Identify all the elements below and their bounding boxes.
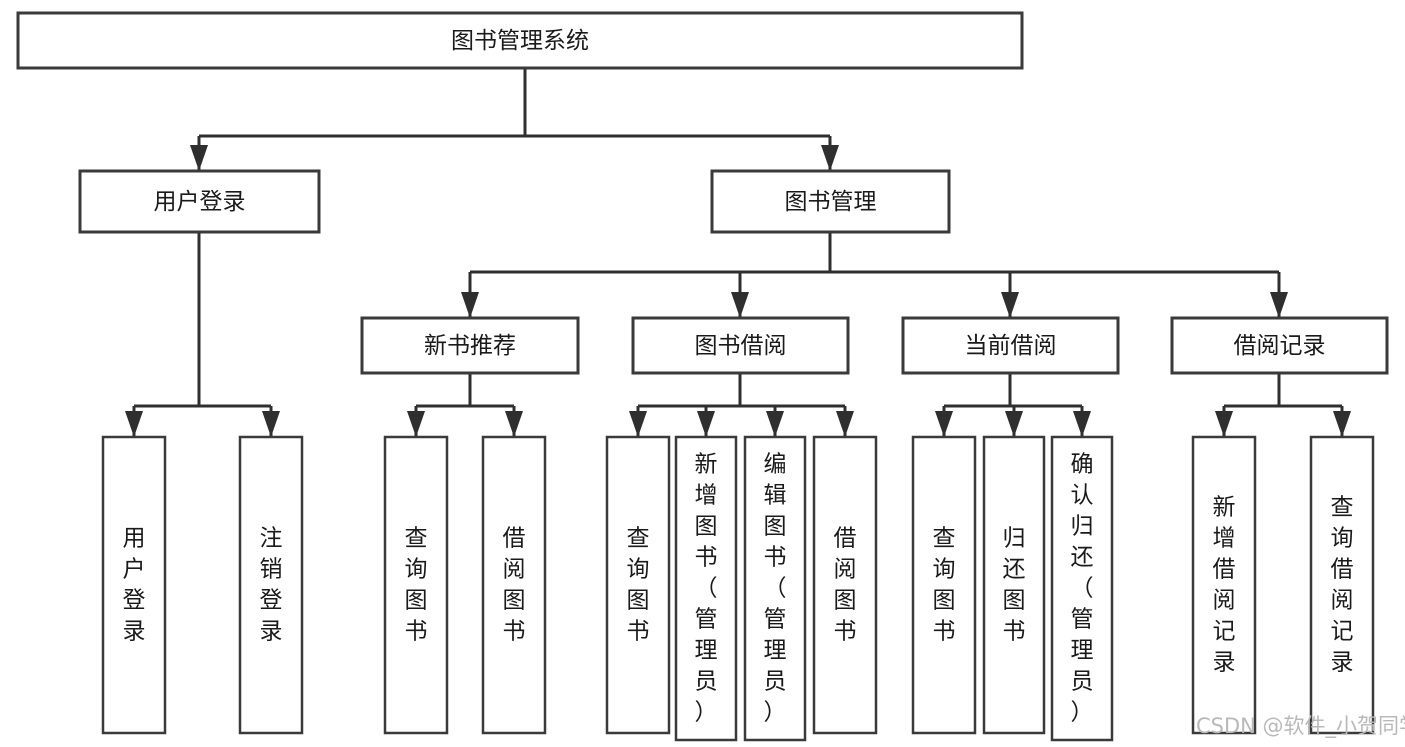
csdn-watermark: CSDN @软件_小贺同学 <box>1196 714 1405 739</box>
node-box[interactable] <box>1191 435 1257 735</box>
edge-arrowhead <box>1005 411 1023 437</box>
edge-arrowhead <box>766 411 784 437</box>
node-current-borrow[interactable]: 当前借阅 <box>901 316 1120 375</box>
node-box[interactable] <box>911 435 977 735</box>
node-label: 查询图书 <box>405 525 428 644</box>
node-leaf-user-login[interactable]: 用户登录 <box>101 435 167 735</box>
node-leaf-edit-book[interactable]: 编辑图书（管理员） <box>743 435 807 742</box>
node-box[interactable] <box>481 435 547 735</box>
node-box[interactable] <box>631 316 850 375</box>
connector-conn-borrow-record <box>1215 373 1351 437</box>
node-label: 注销登录 <box>260 525 283 644</box>
connector-conn-root <box>190 68 839 171</box>
node-box[interactable] <box>710 169 951 234</box>
node-box[interactable] <box>1050 435 1114 742</box>
node-label: 图书借阅 <box>695 333 787 359</box>
node-label: 图书管理系统 <box>451 28 589 54</box>
edge-arrowhead <box>407 411 425 437</box>
node-leaf-borrow-book[interactable]: 借阅图书 <box>812 435 878 735</box>
node-layer: 图书管理系统用户登录图书管理新书推荐图书借阅当前借阅借阅记录用户登录注销登录查询… <box>16 11 1389 742</box>
node-label: 查询图书 <box>627 525 650 644</box>
node-label: 当前借阅 <box>965 333 1057 359</box>
node-label: 查询借阅记录 <box>1331 494 1354 675</box>
node-box[interactable] <box>383 435 449 735</box>
node-label: 借阅图书 <box>834 525 857 644</box>
edge-arrowhead <box>262 411 280 437</box>
edge-arrowhead <box>1270 292 1288 318</box>
node-leaf-query-book-rec[interactable]: 查询图书 <box>383 435 449 735</box>
edge-arrowhead <box>821 145 839 171</box>
node-label: 确认归还（管理员） <box>1071 451 1094 725</box>
edge-arrowhead <box>1215 411 1233 437</box>
node-label: 图书管理 <box>785 189 877 215</box>
edge-arrowhead <box>505 411 523 437</box>
edge-arrowhead <box>461 292 479 318</box>
connector-conn-user-login <box>125 232 280 437</box>
node-new-book-rec[interactable]: 新书推荐 <box>360 316 580 375</box>
node-book-borrow[interactable]: 图书借阅 <box>631 316 850 375</box>
edge-arrowhead <box>1001 292 1019 318</box>
node-label: 借阅记录 <box>1234 333 1326 359</box>
node-user-login[interactable]: 用户登录 <box>78 169 321 234</box>
node-label: 归还图书 <box>1003 525 1026 644</box>
edge-arrowhead <box>697 411 715 437</box>
edge-arrowhead <box>629 411 647 437</box>
node-box[interactable] <box>674 435 738 742</box>
connector-conn-book-manage <box>461 232 1288 318</box>
connector-conn-new-book-rec <box>407 373 523 437</box>
node-label: 借阅图书 <box>503 525 526 644</box>
edge-arrowhead <box>1073 411 1091 437</box>
connector-layer <box>125 68 1351 437</box>
node-leaf-user-logout[interactable]: 注销登录 <box>238 435 304 735</box>
node-leaf-borrow-book-rec[interactable]: 借阅图书 <box>481 435 547 735</box>
edge-arrowhead <box>125 411 143 437</box>
node-label: 新增借阅记录 <box>1213 494 1236 675</box>
node-box[interactable] <box>360 316 580 375</box>
node-box[interactable] <box>1309 435 1375 735</box>
node-label: 用户登录 <box>154 189 246 215</box>
node-box[interactable] <box>605 435 671 735</box>
node-box[interactable] <box>238 435 304 735</box>
node-leaf-add-book[interactable]: 新增图书（管理员） <box>674 435 738 742</box>
node-label: 查询图书 <box>933 525 956 644</box>
connector-conn-current-borrow <box>935 373 1091 437</box>
node-box[interactable] <box>982 435 1046 735</box>
node-leaf-query-book-current[interactable]: 查询图书 <box>911 435 977 735</box>
node-box[interactable] <box>101 435 167 735</box>
edge-arrowhead <box>731 292 749 318</box>
node-box[interactable] <box>812 435 878 735</box>
edge-arrowhead <box>935 411 953 437</box>
connector-conn-book-borrow <box>629 373 854 437</box>
node-box[interactable] <box>901 316 1120 375</box>
edge-arrowhead <box>836 411 854 437</box>
node-book-manage[interactable]: 图书管理 <box>710 169 951 234</box>
edge-arrowhead <box>1333 411 1351 437</box>
edge-arrowhead <box>190 145 208 171</box>
node-borrow-record[interactable]: 借阅记录 <box>1170 316 1389 375</box>
node-label: 用户登录 <box>123 525 146 644</box>
node-box[interactable] <box>1170 316 1389 375</box>
node-leaf-query-record[interactable]: 查询借阅记录 <box>1309 435 1375 735</box>
node-leaf-add-record[interactable]: 新增借阅记录 <box>1191 435 1257 735</box>
node-box[interactable] <box>16 11 1024 70</box>
watermark-layer: CSDN @软件_小贺同学 <box>1196 714 1405 739</box>
node-label: 新书推荐 <box>424 333 516 359</box>
node-root[interactable]: 图书管理系统 <box>16 11 1024 70</box>
node-leaf-confirm-return[interactable]: 确认归还（管理员） <box>1050 435 1114 742</box>
node-leaf-query-book-borrow[interactable]: 查询图书 <box>605 435 671 735</box>
node-label: 编辑图书（管理员） <box>764 451 787 725</box>
node-label: 新增图书（管理员） <box>695 451 718 725</box>
node-box[interactable] <box>743 435 807 742</box>
node-leaf-return-book[interactable]: 归还图书 <box>982 435 1046 735</box>
node-box[interactable] <box>78 169 321 234</box>
